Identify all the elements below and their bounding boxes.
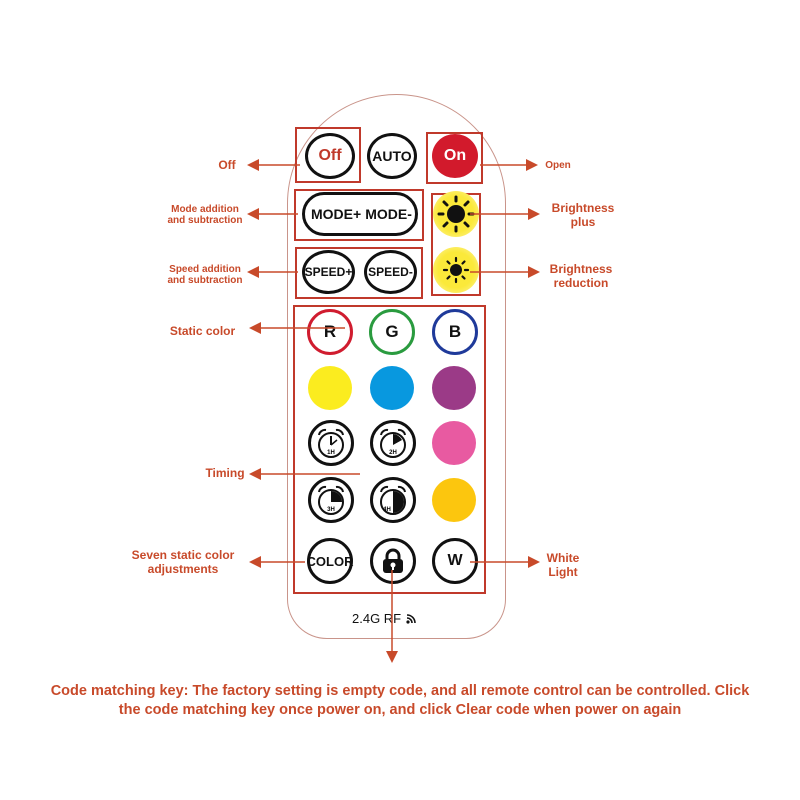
wireless-signal-icon bbox=[406, 614, 416, 624]
off-group-box bbox=[295, 127, 361, 183]
remote-control-body bbox=[287, 94, 506, 639]
note-line1: Code matching key: The factory setting i… bbox=[50, 683, 750, 699]
note-line2: the code matching key once power on, and… bbox=[118, 702, 682, 718]
purple-color-button[interactable] bbox=[432, 366, 476, 410]
sky-blue-color-button[interactable] bbox=[370, 366, 414, 410]
off-button-label: Off bbox=[318, 147, 342, 164]
green-button-label: G bbox=[385, 322, 399, 341]
auto-button[interactable]: AUTO bbox=[367, 133, 417, 179]
brightness-minus-button[interactable] bbox=[433, 247, 479, 293]
static-color-annotation: Static color bbox=[155, 324, 250, 338]
mode-annotation-line2: and subtraction bbox=[167, 215, 243, 226]
color-group-box bbox=[293, 305, 486, 594]
speed-group-box bbox=[295, 247, 423, 299]
mode-minus-label: MODE- bbox=[365, 206, 412, 222]
mode-annotation: Mode addition and subtraction bbox=[160, 204, 250, 226]
speed-plus-button[interactable]: SPEED+ bbox=[302, 250, 355, 294]
mode-annotation-line1: Mode addition bbox=[171, 204, 239, 215]
brightness-reduction-line2: reduction bbox=[553, 276, 609, 290]
brightness-plus-line1: Brightness bbox=[551, 201, 615, 215]
static-color-text: Static color bbox=[169, 324, 236, 338]
white-light-line2: Light bbox=[548, 565, 578, 579]
code-match-button[interactable] bbox=[370, 538, 416, 584]
on-group-box bbox=[426, 132, 483, 184]
speed-minus-button[interactable]: SPEED- bbox=[364, 250, 417, 294]
timing-annotation: Timing bbox=[195, 466, 255, 480]
speed-minus-label: SPEED- bbox=[368, 265, 413, 279]
color-button[interactable]: COLOR bbox=[307, 538, 353, 584]
brightness-plus-line2: plus bbox=[570, 215, 596, 229]
yellow-color-button[interactable] bbox=[308, 366, 352, 410]
rf-label: 2.4G RF bbox=[352, 610, 402, 626]
off-annotation: Off bbox=[207, 158, 247, 172]
timer-2h-label: 2H bbox=[389, 450, 397, 456]
auto-button-label: AUTO bbox=[372, 148, 412, 164]
alarm-clock-icon: 2H bbox=[380, 428, 406, 458]
color-button-label: COLOR bbox=[306, 553, 354, 569]
mode-group-box bbox=[294, 189, 424, 241]
alarm-clock-icon: 1H bbox=[318, 428, 344, 458]
green-button[interactable]: G bbox=[369, 309, 415, 355]
alarm-clock-icon: 4H bbox=[380, 485, 406, 515]
white-light-button[interactable]: W bbox=[432, 538, 478, 584]
blue-button-label: B bbox=[448, 322, 462, 341]
mode-button[interactable]: MODE+ MODE- bbox=[302, 192, 418, 236]
on-button[interactable]: On bbox=[432, 134, 478, 178]
timer-2h-button[interactable]: 2H bbox=[370, 420, 416, 466]
seven-static-line2: adjustments bbox=[147, 562, 219, 576]
seven-static-line1: Seven static color bbox=[131, 548, 235, 562]
off-button[interactable]: Off bbox=[305, 133, 355, 179]
red-button-label: R bbox=[323, 322, 337, 341]
timing-text: Timing bbox=[205, 466, 245, 480]
timer-1h-button[interactable]: 1H bbox=[308, 420, 354, 466]
speed-annotation-line2: and subtraction bbox=[167, 275, 243, 286]
speed-plus-label: SPEED+ bbox=[304, 265, 353, 279]
timer-4h-label: 4H bbox=[383, 507, 391, 513]
code-matching-note: Code matching key: The factory setting i… bbox=[20, 682, 780, 720]
brightness-reduction-line1: Brightness bbox=[549, 262, 613, 276]
on-button-label: On bbox=[443, 147, 467, 164]
off-annotation-text: Off bbox=[218, 158, 236, 172]
speed-annotation: Speed addition and subtraction bbox=[160, 264, 250, 286]
white-button-label: W bbox=[447, 552, 463, 569]
timer-3h-label: 3H bbox=[327, 507, 335, 513]
open-annotation: Open bbox=[538, 160, 578, 171]
timer-1h-label: 1H bbox=[327, 450, 335, 456]
timer-4h-button[interactable]: 4H bbox=[370, 477, 416, 523]
timer-3h-button[interactable]: 3H bbox=[308, 477, 354, 523]
lock-icon bbox=[383, 548, 403, 573]
amber-color-button[interactable] bbox=[432, 478, 476, 522]
pink-color-button[interactable] bbox=[432, 421, 476, 465]
blue-button[interactable]: B bbox=[432, 309, 478, 355]
brightness-reduction-annotation: Brightness reduction bbox=[536, 262, 626, 290]
open-annotation-text: Open bbox=[545, 160, 571, 171]
sun-large-icon bbox=[437, 195, 475, 233]
white-light-line1: White bbox=[546, 551, 580, 565]
rf-footer: 2.4G RF bbox=[352, 608, 442, 628]
sun-small-icon bbox=[442, 256, 470, 284]
white-light-annotation: White Light bbox=[538, 551, 588, 579]
brightness-plus-annotation: Brightness plus bbox=[538, 201, 628, 229]
red-button[interactable]: R bbox=[307, 309, 353, 355]
seven-static-annotation: Seven static color adjustments bbox=[118, 548, 248, 576]
mode-plus-label: MODE+ bbox=[311, 206, 362, 222]
alarm-clock-icon: 3H bbox=[318, 485, 344, 515]
speed-annotation-line1: Speed addition bbox=[169, 264, 241, 275]
